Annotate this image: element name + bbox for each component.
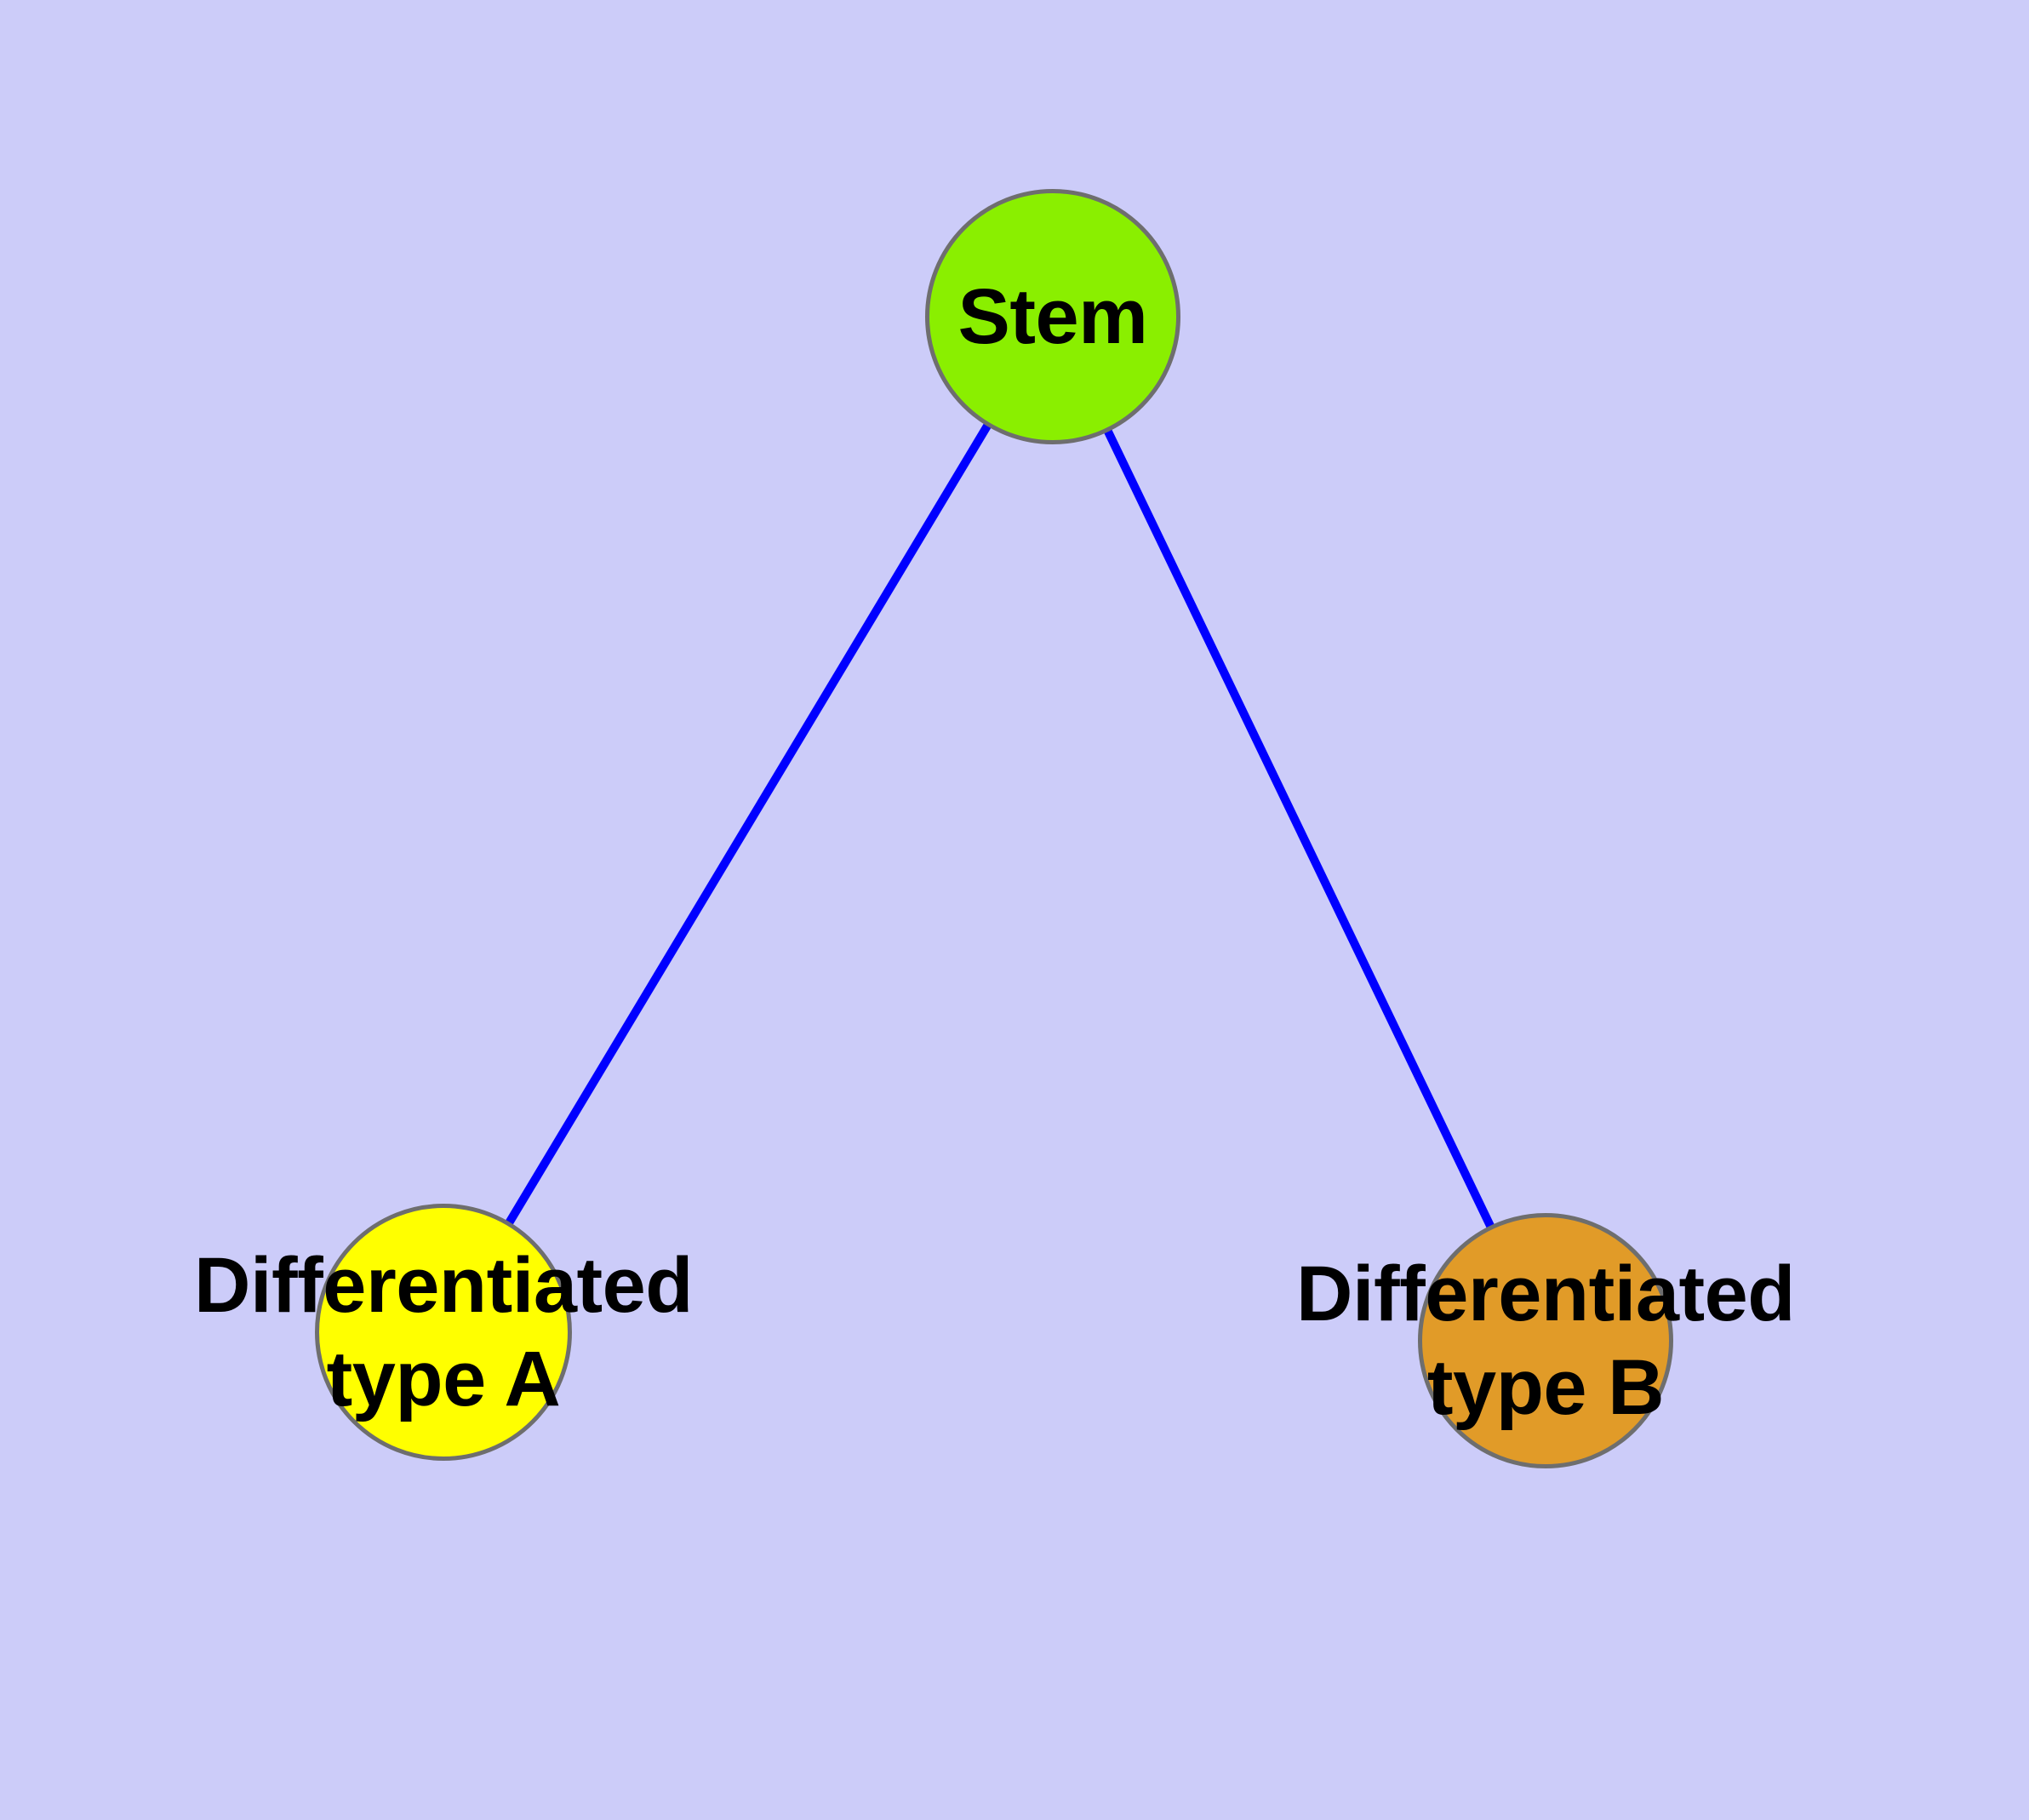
edge-stem-to-differentiated-type-b[interactable] (1049, 314, 1550, 1343)
node-differentiated-type-b[interactable] (1418, 1213, 1673, 1468)
node-differentiated-type-a[interactable] (315, 1204, 572, 1461)
edge-stem-to-differentiated-type-a[interactable] (439, 314, 1057, 1335)
node-stem[interactable] (925, 189, 1180, 444)
